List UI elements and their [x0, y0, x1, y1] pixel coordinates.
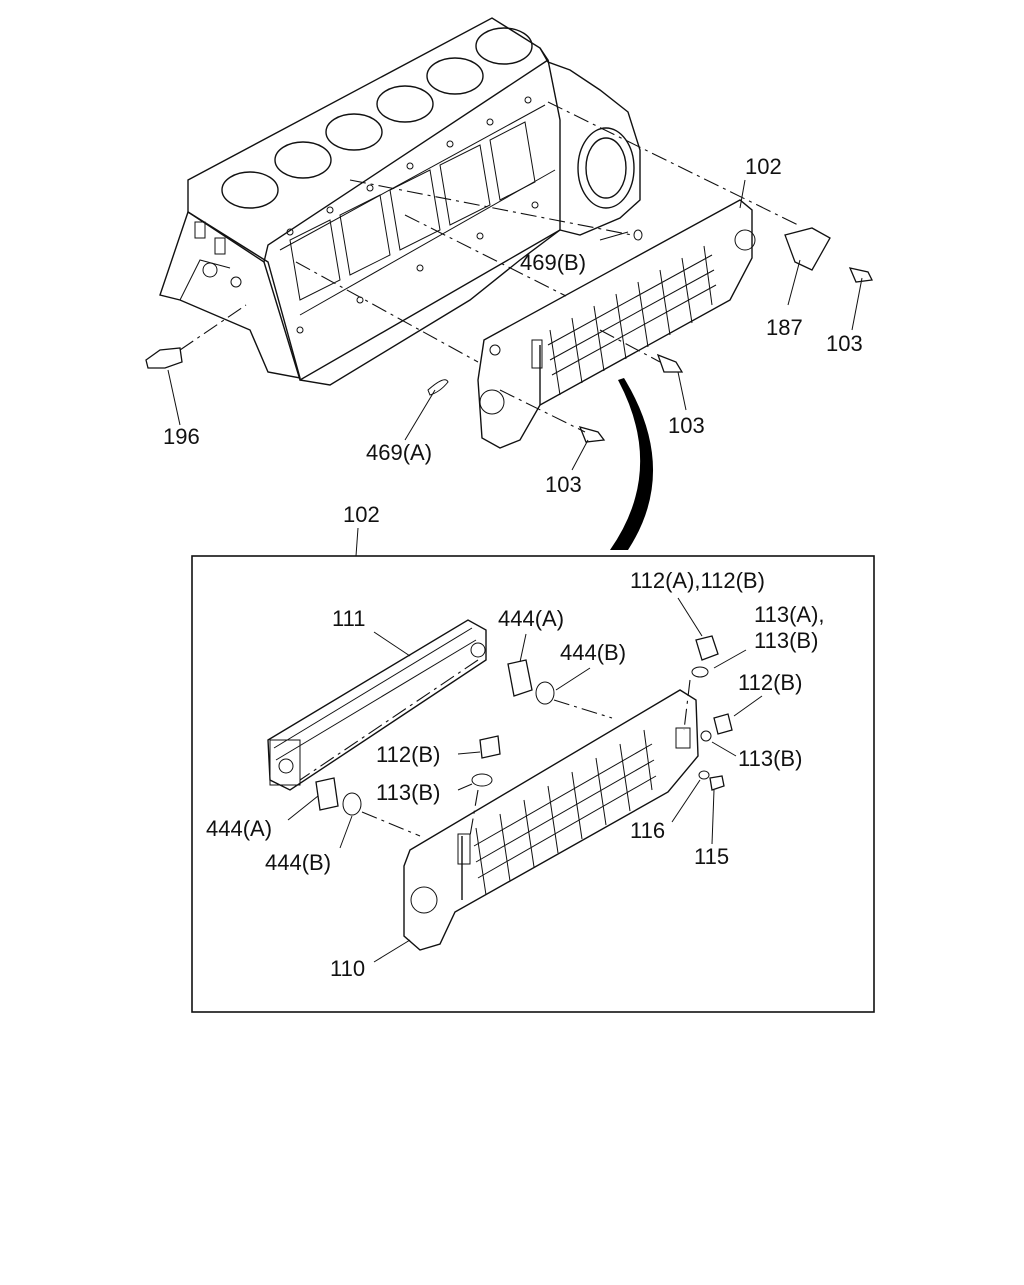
label-469a: 469(A)	[366, 440, 432, 465]
assembly-centerlines-top	[179, 101, 801, 433]
label-112b-mid: 112(B)	[376, 742, 440, 767]
label-111: 111	[332, 606, 365, 631]
label-113b-mid: 113(B)	[376, 780, 440, 805]
engine-block-drawing	[159, 17, 641, 386]
label-103-low: 103	[545, 472, 582, 497]
label-102-box: 102	[343, 502, 380, 527]
label-469b: 469(B)	[520, 250, 586, 275]
label-113b-right: 113(B)	[738, 746, 802, 771]
label-444b-bottom: 444(B)	[265, 850, 331, 875]
label-187: 187	[766, 315, 803, 340]
label-103-right: 103	[826, 331, 863, 356]
label-103-mid: 103	[668, 413, 705, 438]
label-112ab: 112(A),112(B)	[630, 568, 765, 593]
assembly-centerlines-detail	[299, 659, 691, 837]
part-number-labels: 102 469(B) 187 103 103 196 469(A) 103 10…	[163, 154, 863, 981]
label-444a-bottom: 444(A)	[206, 816, 272, 841]
label-444a-top: 444(A)	[498, 606, 564, 631]
label-444b-top: 444(B)	[560, 640, 626, 665]
label-115: 115	[694, 844, 729, 869]
detail-box	[191, 555, 875, 1013]
label-113ab-line2: 113(B)	[754, 628, 818, 653]
detail-exploded-drawing	[267, 619, 733, 951]
label-110: 110	[330, 956, 365, 981]
label-116: 116	[630, 818, 665, 843]
leader-lines-detail	[287, 597, 763, 963]
detail-callout-arrow	[610, 378, 654, 550]
leader-lines-top	[167, 179, 863, 471]
label-196: 196	[163, 424, 200, 449]
label-113ab-line1: 113(A),	[754, 602, 825, 627]
label-102-top: 102	[745, 154, 782, 179]
label-112b-right: 112(B)	[738, 670, 802, 695]
oil-cooler-assembly-drawing	[145, 199, 873, 449]
